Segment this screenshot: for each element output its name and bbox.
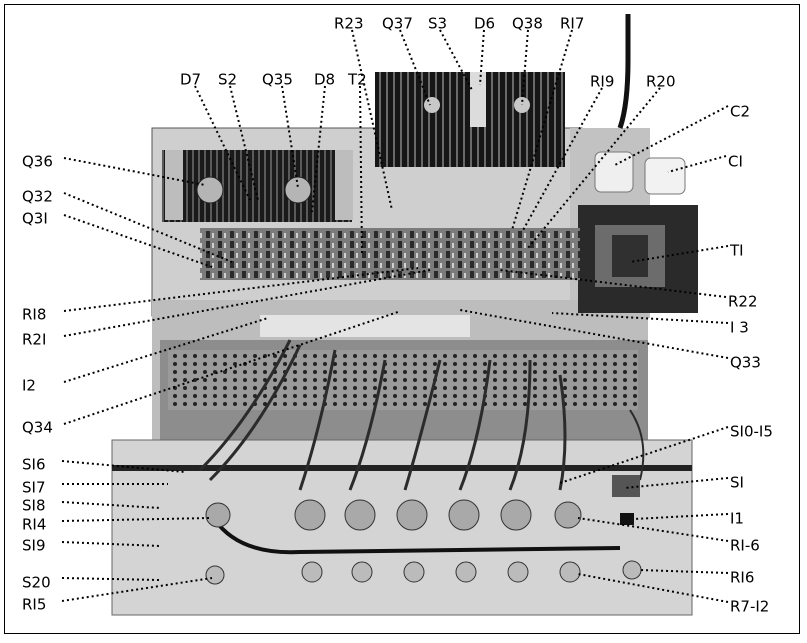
label-t2: T2 xyxy=(347,71,367,89)
label-r23: R23 xyxy=(334,15,364,33)
label-r1-6: RI-6 xyxy=(730,537,760,555)
leader-line-q33 xyxy=(459,309,729,359)
label-s10-15: SI0-I5 xyxy=(730,423,773,441)
leader-line-r21 xyxy=(63,269,431,337)
wiring-harness xyxy=(198,339,645,555)
label-d6: D6 xyxy=(474,15,495,33)
label-s2: S2 xyxy=(218,71,237,89)
label-c2: C2 xyxy=(730,103,750,121)
label-s20: S20 xyxy=(22,574,51,592)
label-c1: CI xyxy=(728,153,743,171)
label-i1: I1 xyxy=(730,510,744,528)
label-r14: RI4 xyxy=(22,516,46,534)
label-r22: R22 xyxy=(728,293,758,311)
label-r18: RI8 xyxy=(22,306,46,324)
leader-line-s18 xyxy=(61,501,161,509)
label-r7-12: R7-I2 xyxy=(730,598,769,616)
leader-line-q36 xyxy=(63,157,206,186)
leader-line-i2 xyxy=(63,317,269,383)
leader-line-r1-6 xyxy=(577,517,729,542)
label-r21: R2I xyxy=(22,331,46,349)
capacitors xyxy=(594,151,686,195)
leader-line-q37 xyxy=(399,29,431,106)
label-d7: D7 xyxy=(180,71,201,89)
label-d8: D8 xyxy=(314,71,335,89)
left-heatsink xyxy=(162,150,353,222)
leader-line-t2 xyxy=(359,85,363,256)
label-q34: Q34 xyxy=(22,419,53,437)
leader-line-r15 xyxy=(61,577,213,602)
leader-line-s19 xyxy=(61,541,161,547)
figure-border xyxy=(4,4,800,634)
power-cord xyxy=(617,14,631,129)
label-r17: RI7 xyxy=(560,15,584,33)
label-i2: I2 xyxy=(22,377,36,395)
leader-line-q34 xyxy=(63,311,399,425)
label-q35: Q35 xyxy=(262,71,293,89)
label-q36: Q36 xyxy=(22,153,53,171)
leader-line-s16 xyxy=(61,460,186,473)
label-s3: S3 xyxy=(428,15,447,33)
leader-line-s3 xyxy=(439,29,473,91)
leader-line-i1 xyxy=(633,513,729,520)
label-s17: SI7 xyxy=(22,479,46,497)
leader-line-d6 xyxy=(479,29,485,86)
leader-line-i3 xyxy=(551,312,729,324)
label-r15: RI5 xyxy=(22,596,46,614)
label-q31: Q3I xyxy=(22,210,48,228)
label-q32: Q32 xyxy=(22,188,53,206)
label-r20: R20 xyxy=(646,73,676,91)
label-q33: Q33 xyxy=(730,354,761,372)
leader-line-t1 xyxy=(629,245,729,263)
transformer xyxy=(578,205,698,313)
label-i3: I 3 xyxy=(730,319,749,337)
leader-line-d7 xyxy=(194,85,251,201)
leader-lines xyxy=(61,29,729,603)
leader-line-d8 xyxy=(311,85,326,213)
leader-line-s20 xyxy=(61,577,161,581)
leader-line-c1 xyxy=(667,155,727,173)
label-s1: SI xyxy=(730,474,744,492)
leader-line-c2 xyxy=(614,105,729,166)
label-s16: SI6 xyxy=(22,456,46,474)
label-q38: Q38 xyxy=(512,15,543,33)
leader-line-r7-12 xyxy=(577,573,729,603)
label-q37: Q37 xyxy=(382,15,413,33)
label-t1: TI xyxy=(729,242,744,260)
leader-line-r23 xyxy=(351,29,393,211)
front-panel-controls xyxy=(205,475,642,585)
leader-line-q31 xyxy=(63,214,216,269)
label-s19: SI9 xyxy=(22,537,46,555)
label-r16: RI6 xyxy=(730,569,754,587)
label-r19: RI9 xyxy=(590,73,614,91)
leader-line-q32 xyxy=(63,192,233,263)
leader-line-q35 xyxy=(281,85,299,189)
label-s18: SI8 xyxy=(22,497,46,515)
